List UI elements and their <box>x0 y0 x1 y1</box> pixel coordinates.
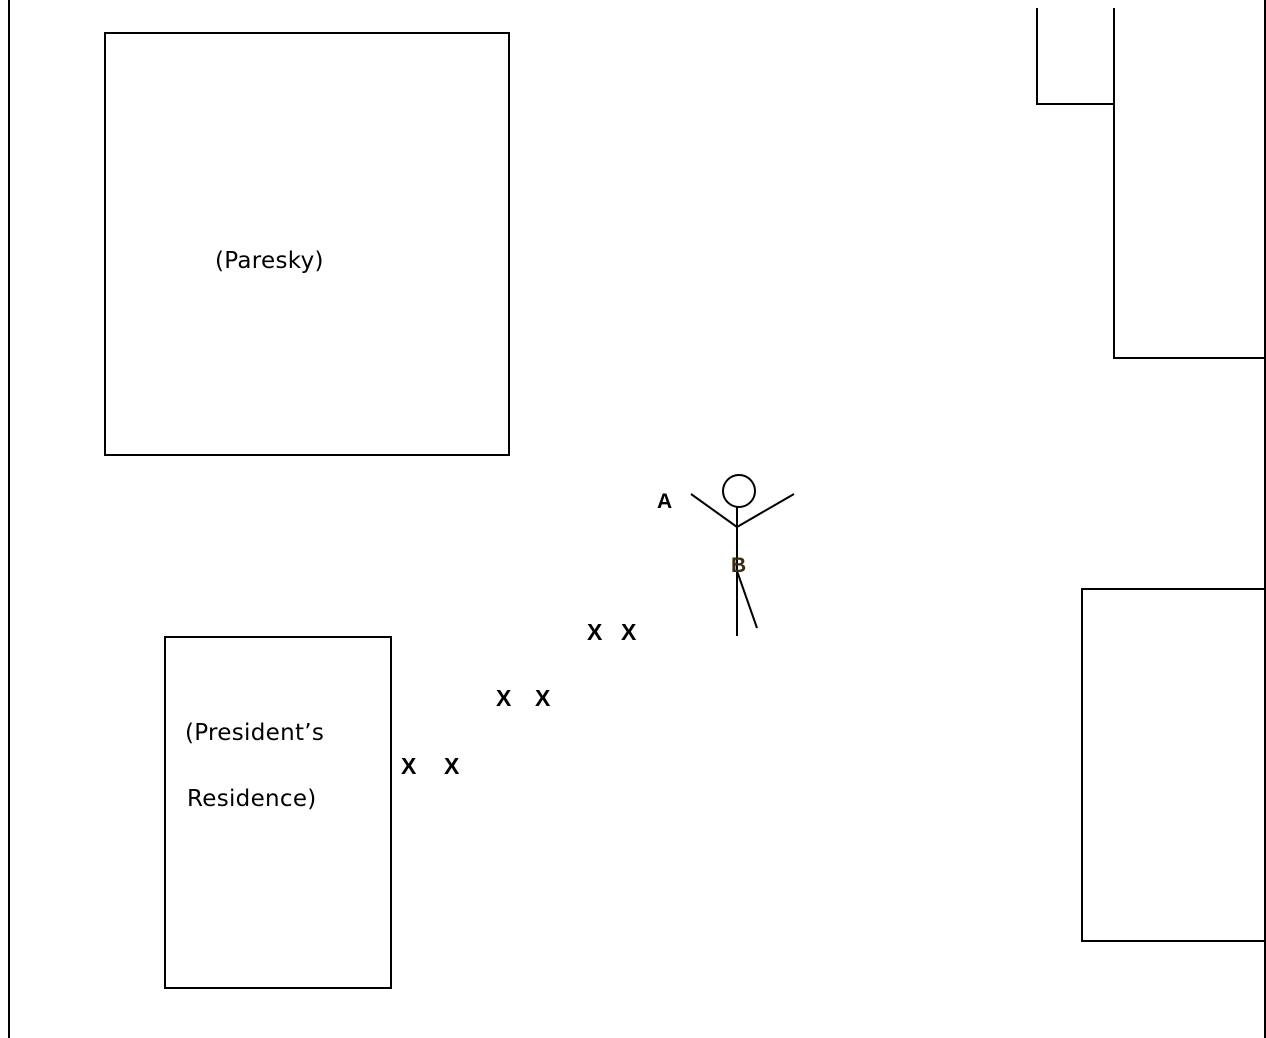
person-left-arm <box>690 493 738 528</box>
building-bottom-right <box>1081 588 1266 942</box>
building-presidents-residence-label-line1: (President’s <box>185 720 324 746</box>
person-figure <box>690 474 795 636</box>
point-a-label: A <box>657 490 672 513</box>
building-presidents-residence-label-line2: Residence) <box>187 786 317 812</box>
person-right-arm <box>736 493 795 528</box>
path-mark: X <box>587 619 603 645</box>
path-mark: X <box>496 685 512 711</box>
path-mark: X <box>535 685 551 711</box>
path-mark: X <box>621 619 637 645</box>
building-presidents-residence: (President’s Residence) <box>164 636 392 989</box>
building-paresky-label: (Paresky) <box>215 248 324 274</box>
building-top-right-small <box>1036 8 1114 105</box>
path-mark: X <box>401 753 417 779</box>
point-b-label: B <box>731 554 746 577</box>
building-paresky: (Paresky) <box>104 32 510 456</box>
person-head <box>722 474 756 508</box>
path-mark: X <box>444 753 460 779</box>
person-leg <box>736 570 758 629</box>
building-top-right <box>1113 8 1266 359</box>
